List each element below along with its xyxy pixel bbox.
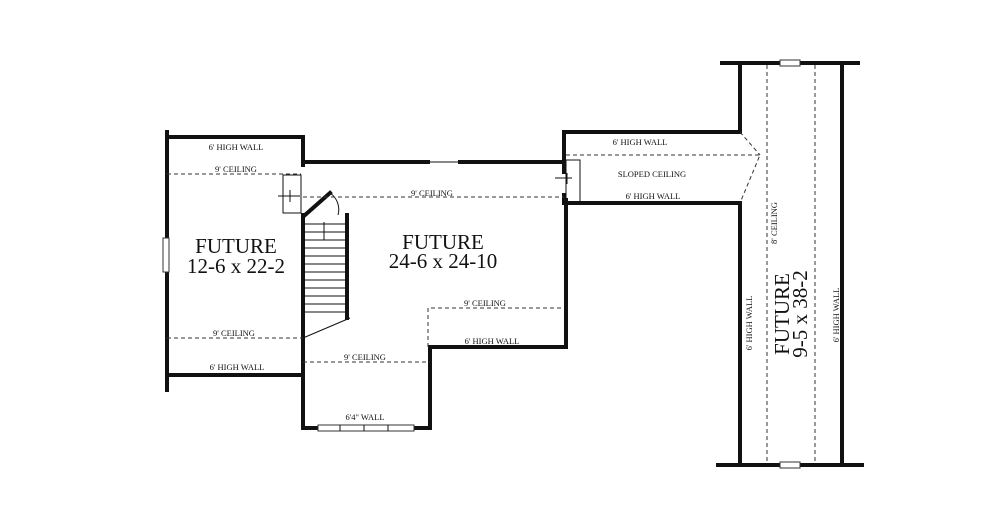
wall-label: 6' HIGH WALL <box>465 336 520 346</box>
ceiling-label: 9' CEILING <box>213 328 255 338</box>
room-size: 9-5 x 38-2 <box>788 270 812 358</box>
wall-label: 6' HIGH WALL <box>209 142 264 152</box>
ceiling-label: SLOPED CEILING <box>618 169 686 179</box>
wall-label: 6' HIGH WALL <box>831 288 841 343</box>
window <box>779 59 801 67</box>
room-name: FUTURE <box>195 234 277 258</box>
ceiling-label: 9' CEILING <box>344 352 386 362</box>
room-name: FUTURE <box>770 273 794 355</box>
wall-label: 6' HIGH WALL <box>613 137 668 147</box>
ceiling-label: 8' CEILING <box>769 202 779 244</box>
window <box>779 461 801 469</box>
attic-hatch <box>565 159 581 204</box>
room-size: 12-6 x 22-2 <box>187 254 285 278</box>
room-size: 24-6 x 24-10 <box>389 249 498 273</box>
stairs <box>302 190 351 339</box>
room-name: FUTURE <box>402 230 484 254</box>
wall-label: 6' HIGH WALL <box>210 362 265 372</box>
ceiling-label: 9' CEILING <box>464 298 506 308</box>
ceiling-label: 9' CEILING <box>215 164 257 174</box>
wall-label: 6'4" WALL <box>345 412 384 422</box>
ceiling-lines <box>167 65 816 463</box>
wall-label: 6' HIGH WALL <box>744 296 754 351</box>
wall-label: 6' HIGH WALL <box>626 191 681 201</box>
ceiling-label: 9' CEILING <box>411 188 453 198</box>
attic-hatch <box>282 174 302 214</box>
window <box>317 424 415 432</box>
window <box>162 237 170 273</box>
